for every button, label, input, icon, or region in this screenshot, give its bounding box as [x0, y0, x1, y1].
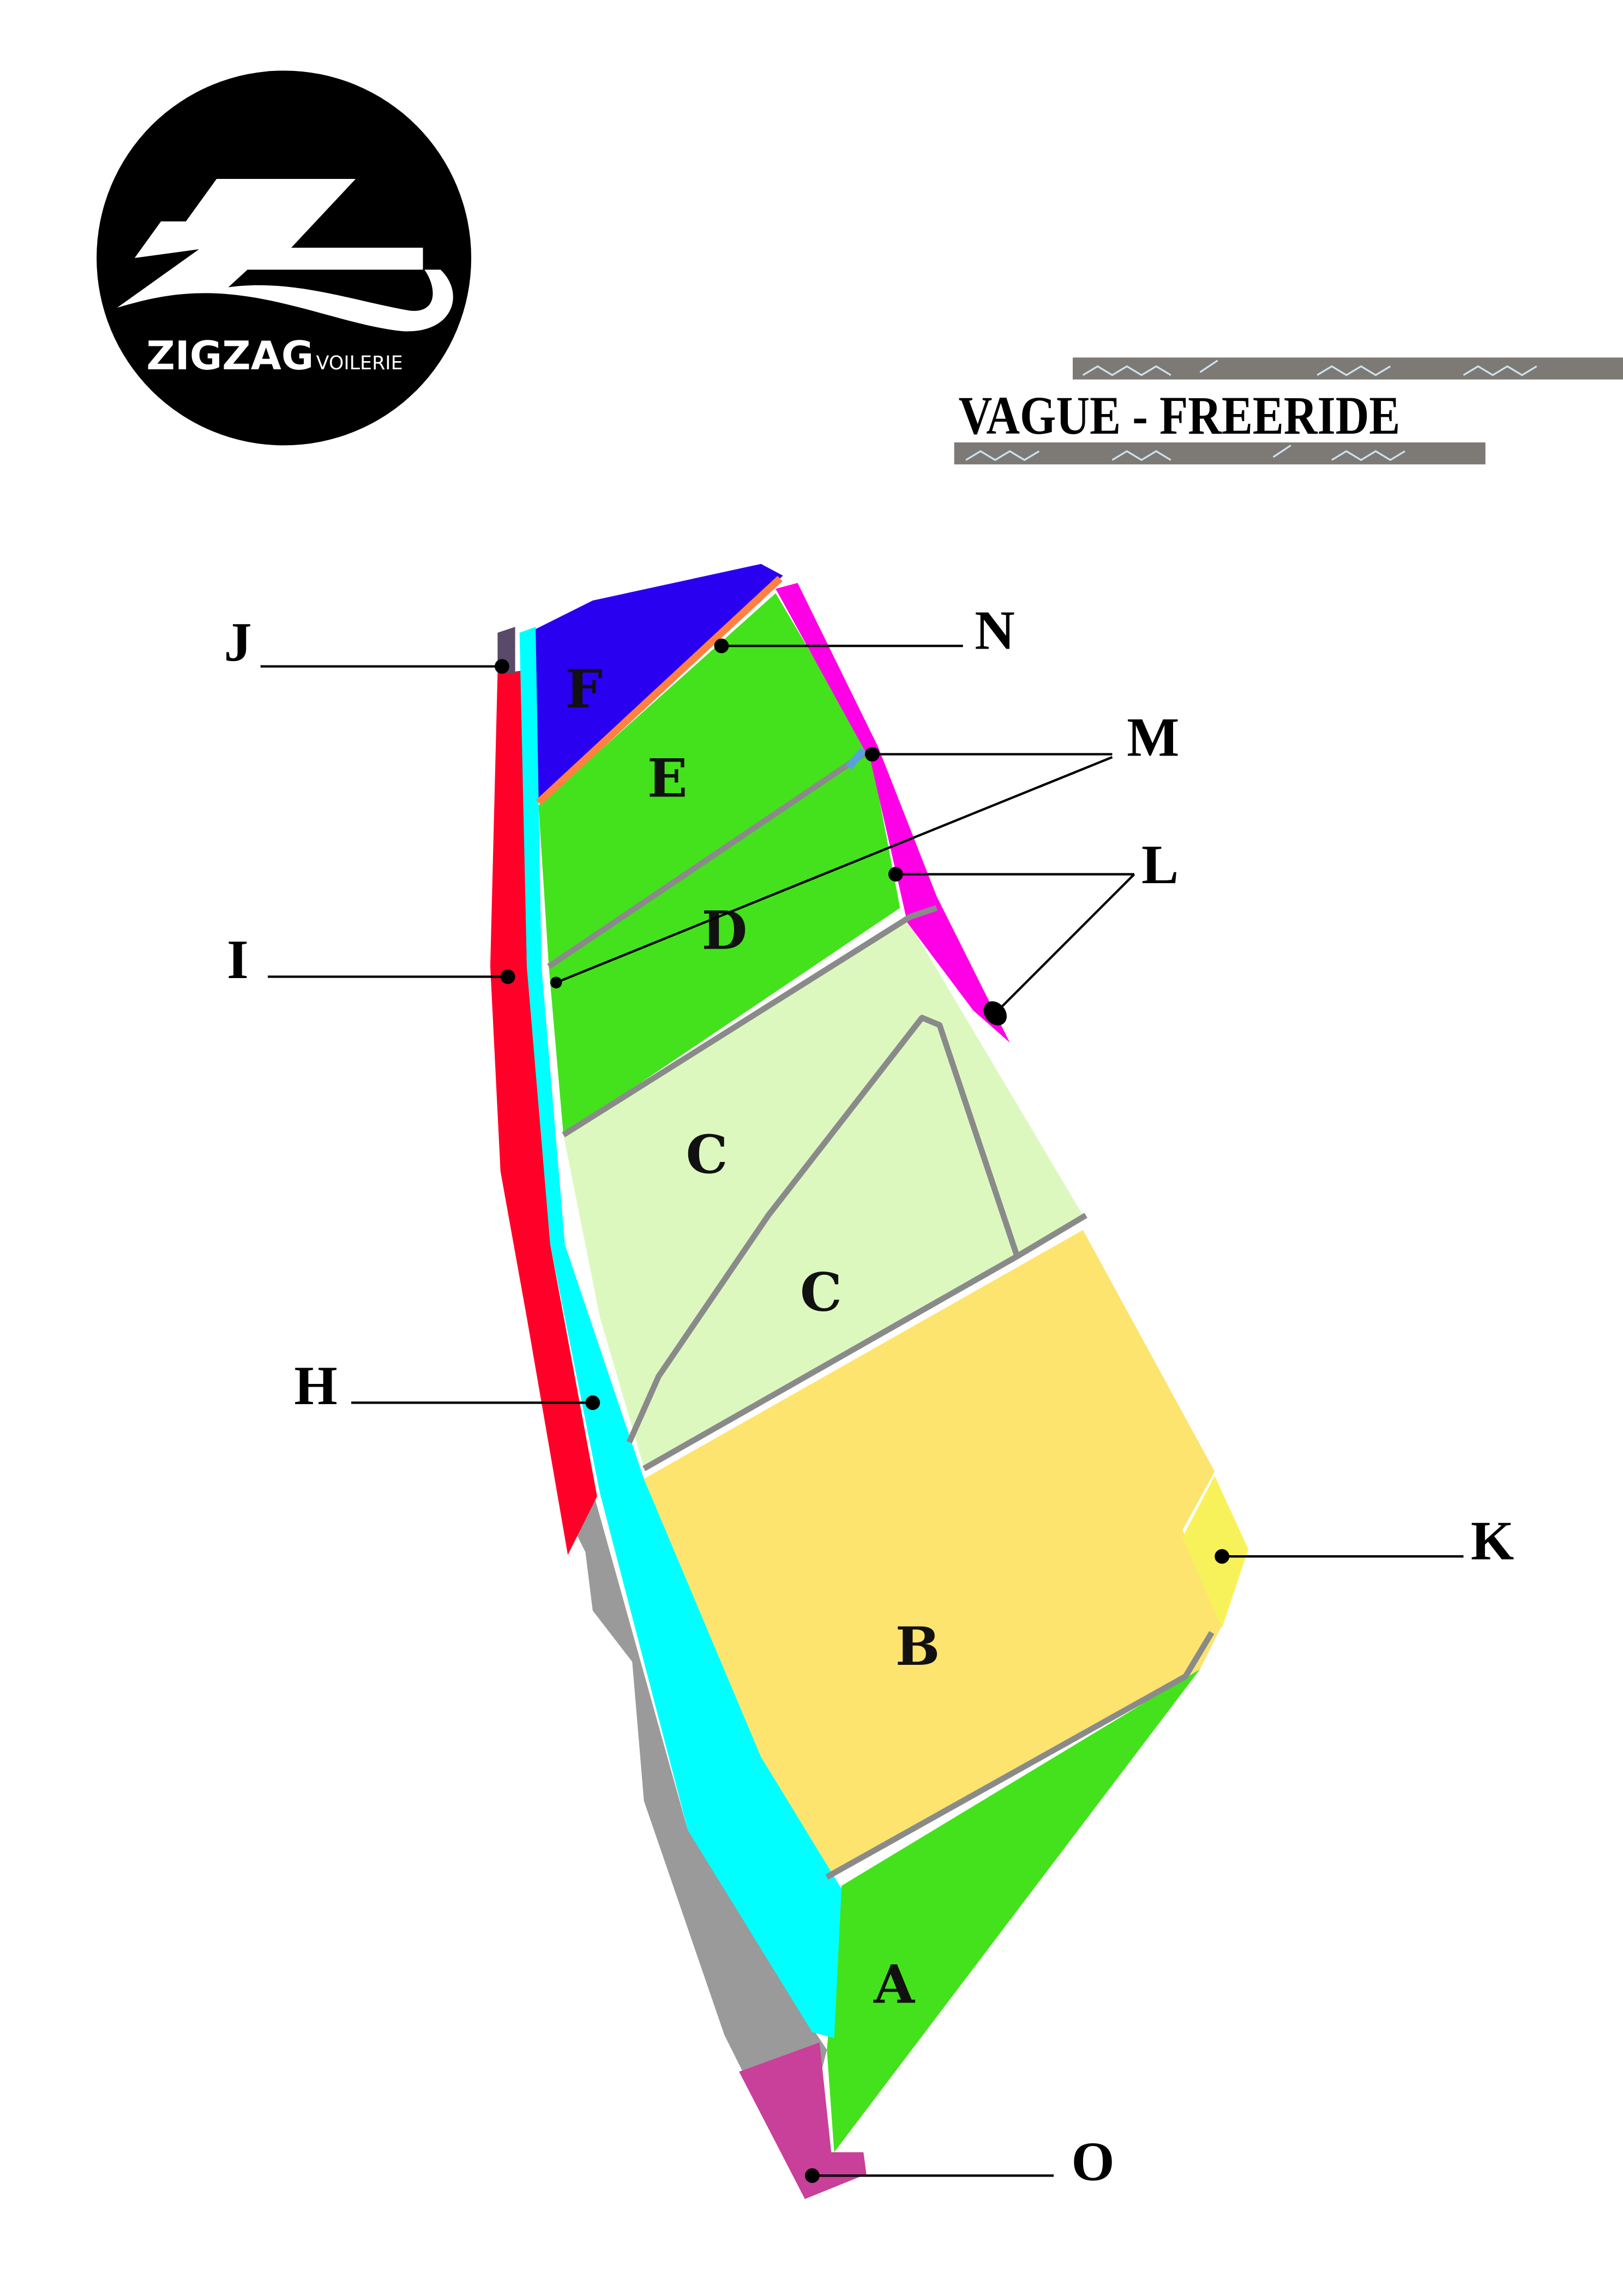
callout-n: N	[975, 600, 1015, 661]
panel-h	[519, 627, 842, 2039]
callout-o: O	[1071, 2131, 1114, 2192]
panel-i	[490, 670, 597, 1555]
panel-n	[776, 583, 1010, 1043]
panel-f	[534, 563, 783, 803]
seam-ba	[825, 1630, 1215, 1880]
panel-carbon	[570, 1490, 827, 2079]
logo-brand-name: ZIGZAG	[146, 333, 314, 379]
panel-o	[739, 2042, 867, 2199]
logo-brand-sub: VOILERIE	[316, 352, 403, 374]
sail	[490, 563, 1249, 2199]
title-texture-bottom	[954, 442, 1486, 465]
panel-a	[827, 1669, 1200, 2153]
zigzag-logo: ZIGZAG VOILERIE	[97, 70, 472, 446]
callout-i: I	[227, 929, 249, 991]
seam-orange	[536, 576, 783, 806]
zone-label-c-upper: C	[686, 1123, 728, 1185]
page-title: VAGUE - FREERIDE	[959, 386, 1400, 446]
callout-k: K	[1471, 1510, 1514, 1572]
seam-c-inner	[626, 1015, 1020, 1444]
callout-leaders	[260, 638, 1464, 2183]
panel-b	[644, 1230, 1222, 1877]
seam-m	[846, 747, 867, 770]
callout-h: H	[294, 1355, 337, 1417]
callout-l: L	[1141, 834, 1179, 896]
zone-label-c-lower: C	[800, 1261, 842, 1323]
zone-label-d: D	[701, 900, 747, 962]
title-texture-top	[1073, 357, 1623, 380]
zone-label-b: B	[895, 1615, 940, 1677]
zone-label-a: A	[873, 1953, 916, 2016]
zone-label-f: F	[565, 658, 603, 720]
zone-label-e: E	[647, 747, 688, 809]
callout-j: J	[224, 612, 252, 673]
title-block: VAGUE - FREERIDE	[954, 357, 1623, 465]
panel-k	[1182, 1476, 1249, 1628]
panel-de	[538, 593, 900, 1135]
callout-m: M	[1127, 706, 1179, 768]
seam-dc	[562, 905, 938, 1137]
